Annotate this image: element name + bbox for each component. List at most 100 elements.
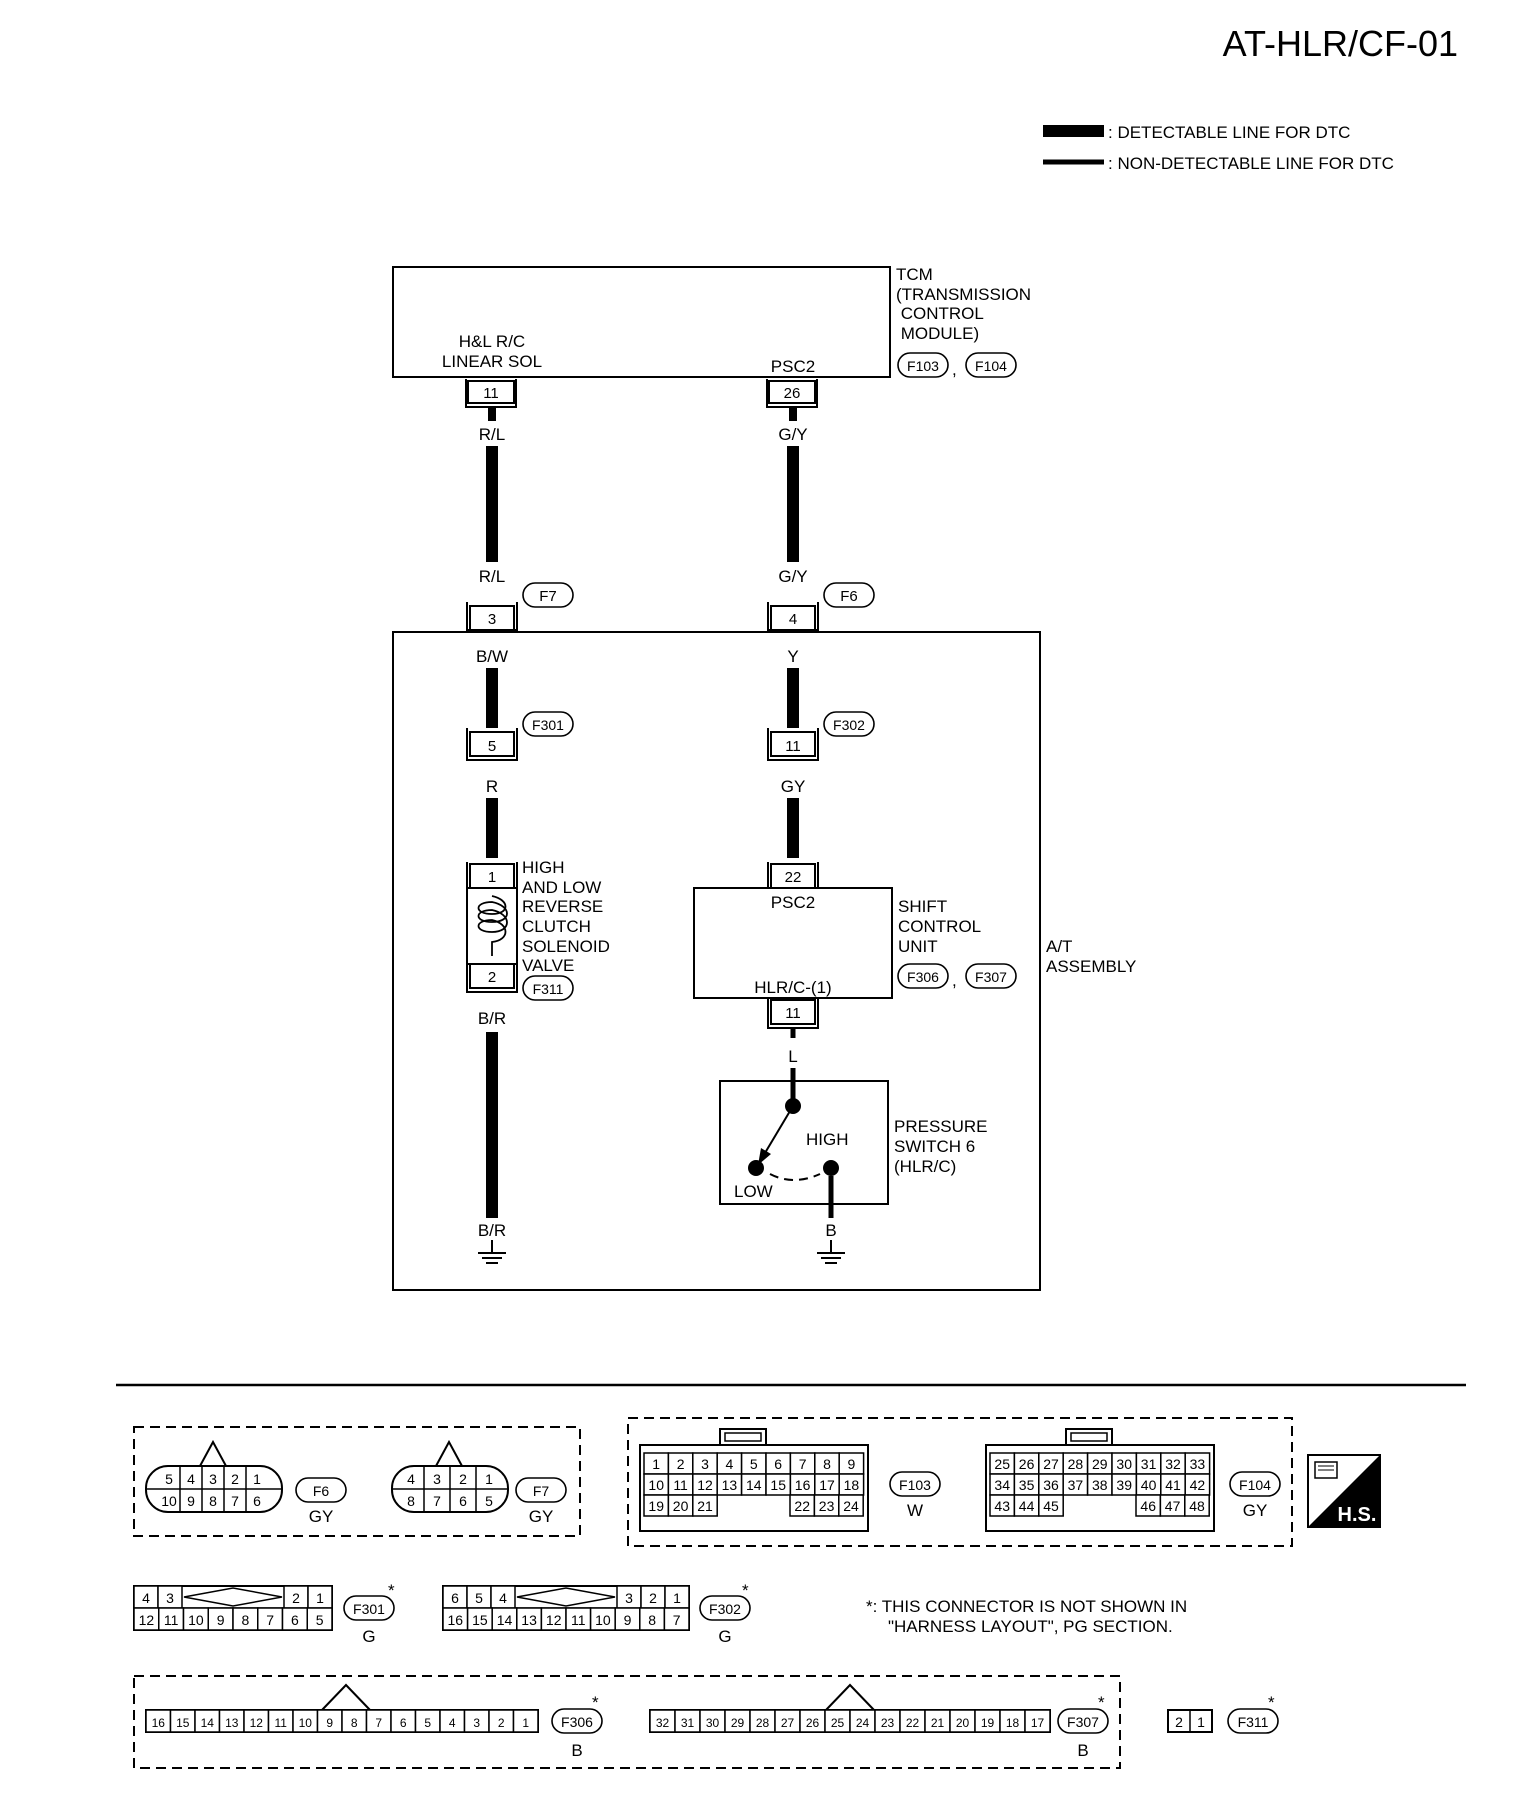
legend-non-detectable: : NON-DETECTABLE LINE FOR DTC: [1108, 154, 1394, 173]
pin-number: 16: [152, 1716, 166, 1730]
switch-high-label: HIGH: [806, 1130, 849, 1149]
f6-connector: 4 F6: [767, 582, 875, 631]
pin-number: 11: [275, 1716, 288, 1730]
pin-number: 6: [774, 1456, 782, 1472]
pin-cell: [692, 1494, 718, 1517]
f301-panel-id: F301: [353, 1601, 385, 1617]
pin-number: 9: [187, 1493, 195, 1509]
pin-number: 4: [142, 1590, 150, 1606]
connector-note-1: *: THIS CONNECTOR IS NOT SHOWN IN: [866, 1597, 1187, 1616]
wire-label-rl-top: R/L: [479, 425, 505, 444]
pin-number: 6: [451, 1590, 459, 1606]
pin-number: 2: [292, 1590, 300, 1606]
pin-number: 1: [522, 1716, 529, 1730]
tcm-pin-label-psc2: PSC2: [771, 357, 815, 376]
pin-number: 1: [485, 1471, 493, 1487]
pin-number: 6: [400, 1716, 407, 1730]
pin-number: 2: [498, 1716, 505, 1730]
solenoid-name-2: AND LOW: [522, 878, 601, 897]
pin-number: 20: [673, 1498, 689, 1514]
f307-panel-id: F307: [1067, 1714, 1099, 1730]
scu-connector-f306-label: F306: [907, 969, 939, 985]
tcm-connector-f103: [897, 352, 949, 378]
pin-number: 9: [624, 1612, 632, 1628]
tcm-pin-label-hlrc-1: H&L R/C: [459, 332, 525, 351]
comma: ,: [952, 360, 957, 379]
pin-number: 2: [677, 1456, 685, 1472]
pin-number: 44: [1019, 1498, 1035, 1514]
f6-connector-oval: [823, 582, 875, 608]
f7-connector-oval: [522, 582, 574, 608]
pin-number: 24: [843, 1498, 859, 1514]
pin-number: 25: [831, 1716, 845, 1730]
pin-number: 1: [673, 1590, 681, 1606]
pin-number: 10: [188, 1612, 204, 1628]
switch-low-label: LOW: [734, 1182, 773, 1201]
f302-pin-11: 11: [785, 738, 801, 755]
f7-connector-label: F7: [539, 588, 557, 605]
scu-connector-f307-label: F307: [975, 969, 1007, 985]
pin-number: 11: [673, 1477, 688, 1493]
pin-number: 15: [770, 1477, 786, 1493]
pin-number: 25: [994, 1456, 1010, 1472]
pin-number: 24: [856, 1716, 870, 1730]
tcm-connector-f104-label: F104: [975, 358, 1007, 374]
pin-number: 13: [521, 1612, 537, 1628]
pin-number: 8: [823, 1456, 831, 1472]
pin-number: 6: [253, 1493, 261, 1509]
scu-connector-f307: [965, 963, 1017, 989]
pin-number: 23: [819, 1498, 835, 1514]
tcm-pin-11-terminal: 11: [465, 379, 517, 408]
f311-pin: 2: [1175, 1714, 1183, 1730]
pin-number: 28: [1068, 1456, 1084, 1472]
wire-label-b: B: [825, 1221, 836, 1240]
pin-number: 34: [994, 1477, 1010, 1493]
pin-number: 14: [746, 1477, 762, 1493]
pin-cell: [1024, 1709, 1051, 1733]
scu-connector-f306: [897, 963, 949, 989]
solenoid-pin-1: 1: [488, 869, 496, 886]
pin-number: 31: [681, 1716, 695, 1730]
pin-number: 4: [407, 1471, 415, 1487]
f103-f104-group-frame: [627, 1417, 1293, 1547]
pin-number: 21: [697, 1498, 713, 1514]
pin-number: 13: [722, 1477, 738, 1493]
pin-number: 5: [750, 1456, 758, 1472]
tcm-name-2: (TRANSMISSION: [896, 285, 1031, 304]
pin-number: 3: [701, 1456, 709, 1472]
switch-arrow-icon: [758, 1148, 771, 1165]
pin-number: 5: [475, 1590, 483, 1606]
pin-number: 12: [250, 1716, 264, 1730]
wire-label-gy-top: G/Y: [778, 425, 807, 444]
pin-number: 8: [241, 1612, 249, 1628]
pin-number: 42: [1190, 1477, 1206, 1493]
f7-panel-id: F7: [533, 1483, 550, 1499]
pin-number: 48: [1189, 1498, 1205, 1514]
pin-cell: [1184, 1494, 1210, 1517]
solenoid-name-5: SOLENOID: [522, 937, 610, 956]
scu-name-2: CONTROL: [898, 917, 981, 936]
pin-number: 1: [316, 1590, 324, 1606]
scu-box: [693, 887, 893, 999]
scu-name-3: UNIT: [898, 937, 938, 956]
legend: : DETECTABLE LINE FOR DTC : NON-DETECTAB…: [1043, 123, 1394, 173]
pin-number: 31: [1141, 1456, 1157, 1472]
solenoid-name-6: VALVE: [522, 956, 574, 975]
pin-number: 5: [316, 1612, 324, 1628]
harness-side-icon: H.S.: [1307, 1454, 1381, 1528]
f301-pin-5: 5: [488, 738, 496, 755]
pin-number: 9: [326, 1716, 333, 1730]
pin-number: 10: [299, 1716, 313, 1730]
pressure-switch-name-2: SWITCH 6: [894, 1137, 975, 1156]
tcm-box: [392, 266, 891, 378]
pin-number: 35: [1019, 1477, 1035, 1493]
pin-number: 21: [931, 1716, 945, 1730]
pin-number: 29: [731, 1716, 745, 1730]
pin-number: 43: [994, 1498, 1010, 1514]
coil-icon: [477, 895, 508, 956]
f306-star: *: [592, 1693, 599, 1712]
solenoid-name-1: HIGH: [522, 858, 565, 877]
pin-number: 29: [1092, 1456, 1108, 1472]
f301-star: *: [388, 1581, 395, 1600]
